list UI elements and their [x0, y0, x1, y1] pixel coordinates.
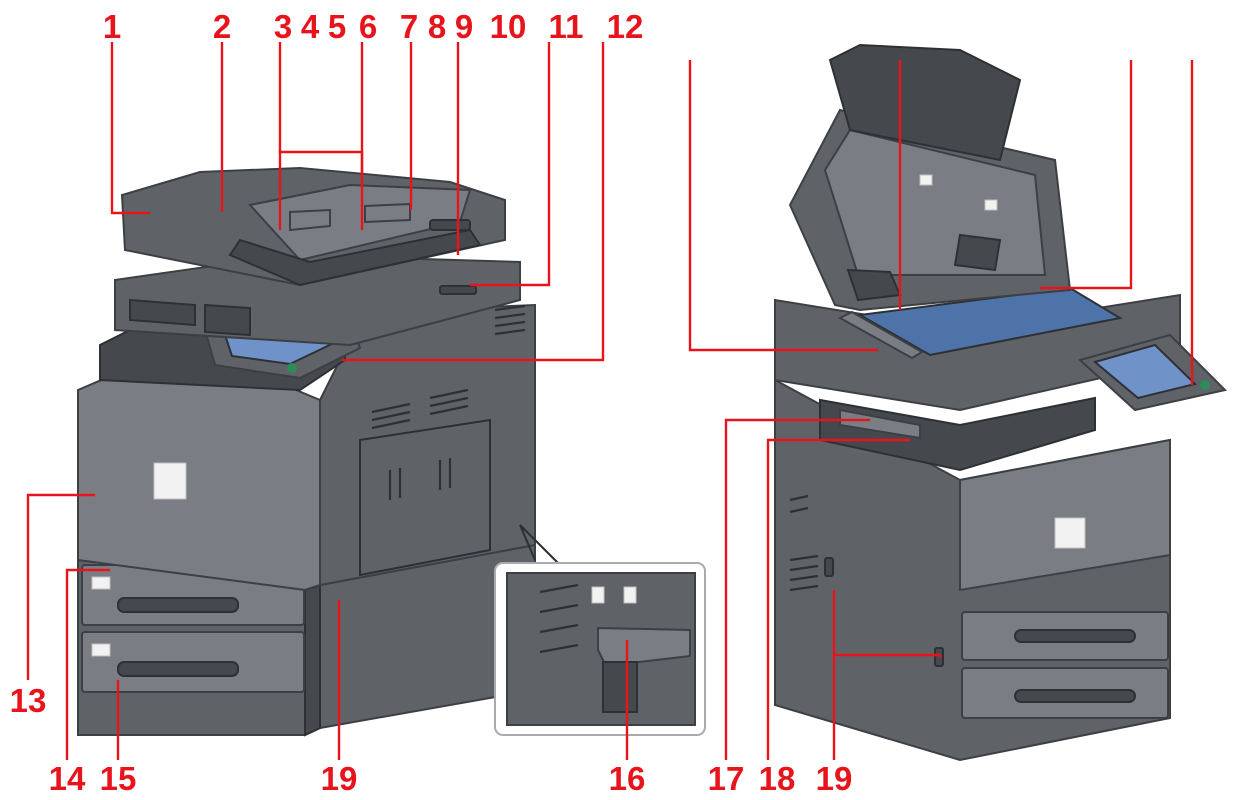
leader-13 — [26, 493, 95, 680]
front-usb-slot — [439, 285, 477, 295]
callout-16: 16 — [609, 760, 646, 797]
power-switch-inset — [494, 524, 706, 736]
leader-17 — [724, 418, 870, 760]
leader-11 — [470, 42, 551, 287]
leader-12 — [342, 42, 605, 362]
callout-9: 9 — [455, 8, 473, 45]
original-stopper — [429, 219, 471, 231]
callout-12: 12 — [607, 8, 644, 45]
callout-15: 15 — [100, 760, 137, 797]
callout-5: 5 — [328, 8, 346, 45]
leader-3-6 — [278, 42, 364, 230]
front-machine — [77, 166, 536, 737]
handle-left — [824, 557, 834, 577]
rear-document-feeder — [828, 43, 1022, 162]
callout-numbers: 1 2 3 4 5 6 7 8 9 10 11 12 13 14 15 19 1… — [10, 8, 853, 797]
callout-17: 17 — [708, 760, 745, 797]
leader-19b — [832, 653, 942, 760]
callout-11: 11 — [549, 8, 584, 45]
callout-8: 8 — [428, 8, 446, 45]
leader-lines — [26, 42, 1194, 760]
callout-1: 1 — [103, 8, 121, 45]
callout-18: 18 — [759, 760, 796, 797]
callout-10: 10 — [490, 8, 527, 45]
callout-19-rear: 19 — [816, 760, 853, 797]
document-width-guides — [289, 208, 331, 232]
power-switch — [597, 626, 691, 668]
power-key-icon — [287, 363, 297, 373]
callout-7: 7 — [400, 8, 418, 45]
callout-4: 4 — [301, 8, 320, 45]
callout-19-front: 19 — [321, 760, 358, 797]
cassette-1-handle — [117, 597, 239, 613]
front-cover — [77, 370, 321, 592]
original-table — [248, 183, 472, 262]
right-cover — [959, 438, 1171, 592]
front-cover-label — [153, 462, 187, 500]
slit-glass — [837, 310, 924, 360]
callout-13: 13 — [10, 682, 47, 719]
callout-6: 6 — [359, 8, 377, 45]
callout-14: 14 — [49, 760, 86, 797]
leader-1 — [110, 42, 150, 215]
leader-18 — [766, 438, 910, 760]
leader-rear-platen — [1040, 60, 1133, 290]
callout-2: 2 — [213, 8, 231, 45]
leader-rear-12 — [688, 60, 878, 352]
rear-touch-panel — [1092, 343, 1197, 400]
rear-machine — [774, 43, 1227, 762]
callout-3: 3 — [274, 8, 292, 45]
cassette-2-handle — [117, 661, 239, 677]
leader-14 — [65, 568, 110, 760]
